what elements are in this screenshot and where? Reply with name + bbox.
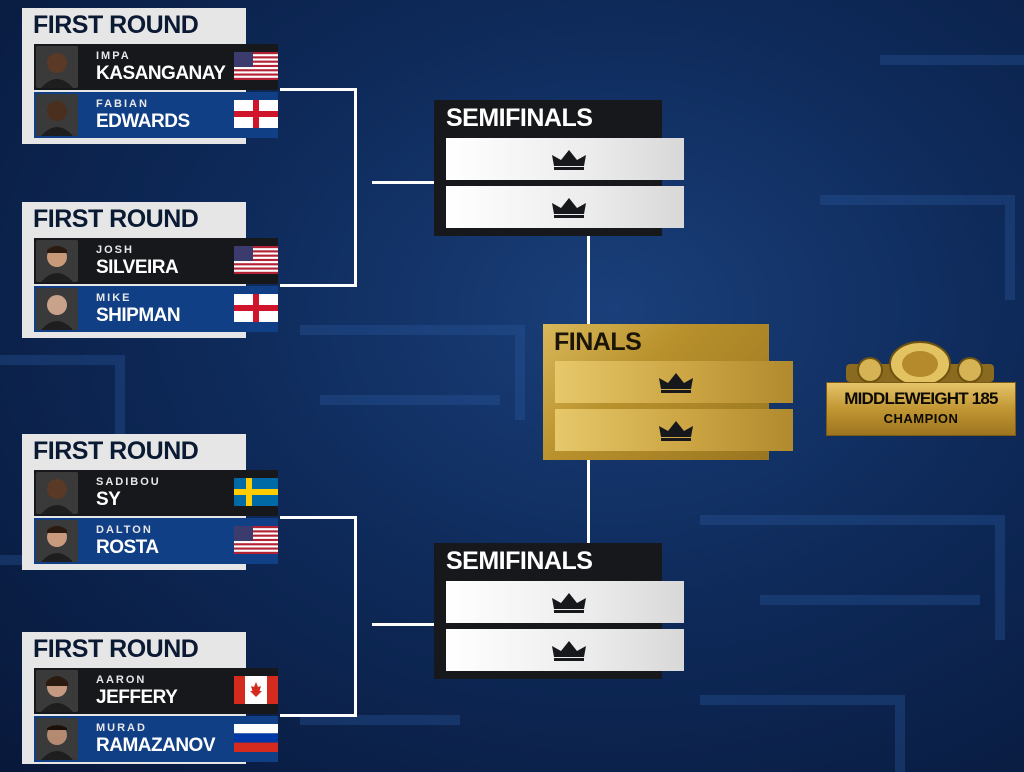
england-flag-icon	[234, 294, 278, 322]
crown-icon	[659, 373, 693, 393]
championship-belt-icon	[846, 341, 994, 386]
fighter-row[interactable]: FABIAN EDWARDS	[22, 90, 278, 140]
fighter-row[interactable]: AARON JEFFERY	[22, 666, 278, 716]
england-flag-icon	[234, 100, 278, 128]
semifinal-slot[interactable]	[446, 138, 684, 180]
fighter-first-name: MIKE	[96, 292, 132, 304]
bracket-connector	[354, 88, 357, 287]
russia-flag-icon	[234, 724, 278, 752]
fighter-photo	[36, 240, 78, 282]
first-round-card-1: FIRST ROUND IMPA KASANGANAY FABIAN EDWAR…	[22, 8, 278, 144]
fighter-row[interactable]: MIKE SHIPMAN	[22, 284, 278, 334]
fighter-last-name: JEFFERY	[96, 687, 178, 708]
fighter-first-name: MURAD	[96, 722, 147, 734]
fighter-row[interactable]: IMPA KASANGANAY	[22, 42, 278, 92]
belt-plate: MIDDLEWEIGHT 185 CHAMPION	[826, 382, 1016, 436]
fighter-photo	[36, 472, 78, 514]
fighter-row[interactable]: JOSH SILVEIRA	[22, 236, 278, 286]
semifinal-slot[interactable]	[446, 629, 684, 671]
champion-belt: MIDDLEWEIGHT 185 CHAMPION	[826, 340, 1016, 436]
semifinal-box-2: SEMIFINALS	[434, 543, 684, 679]
fighter-last-name: EDWARDS	[96, 111, 190, 132]
crown-icon	[552, 593, 586, 613]
fighter-first-name: SADIBOU	[96, 476, 161, 488]
fighter-photo	[36, 520, 78, 562]
first-round-card-3: FIRST ROUND SADIBOU SY DALTON ROSTA	[22, 434, 278, 570]
fighter-photo	[36, 46, 78, 88]
fighter-first-name: DALTON	[96, 524, 153, 536]
bracket-connector	[280, 284, 357, 287]
bracket-connector	[280, 714, 357, 717]
fighter-first-name: FABIAN	[96, 98, 149, 110]
belt-subtitle: CHAMPION	[883, 411, 959, 426]
canada-flag-icon	[234, 676, 278, 704]
fighter-last-name: ROSTA	[96, 537, 159, 558]
finals-slot[interactable]	[555, 361, 793, 403]
fighter-photo	[36, 670, 78, 712]
crown-icon	[552, 198, 586, 218]
bracket-connector	[372, 181, 434, 184]
semifinal-box-1: SEMIFINALS	[434, 100, 684, 236]
bracket-connector	[587, 460, 590, 544]
semifinal-slot[interactable]	[446, 581, 684, 623]
bracket-connector	[354, 516, 357, 717]
fighter-row[interactable]: DALTON ROSTA	[22, 516, 278, 566]
fighter-last-name: SILVEIRA	[96, 257, 179, 278]
semifinal-title: SEMIFINALS	[446, 547, 593, 575]
fighter-first-name: AARON	[96, 674, 147, 686]
bracket-connector	[372, 623, 434, 626]
semifinal-slot[interactable]	[446, 186, 684, 228]
first-round-title: FIRST ROUND	[22, 632, 246, 666]
first-round-title: FIRST ROUND	[22, 8, 246, 42]
first-round-card-2: FIRST ROUND JOSH SILVEIRA MIKE SHIPMAN	[22, 202, 278, 338]
first-round-title: FIRST ROUND	[22, 202, 246, 236]
fighter-first-name: JOSH	[96, 244, 134, 256]
fighter-row[interactable]: SADIBOU SY	[22, 468, 278, 518]
finals-slot[interactable]	[555, 409, 793, 451]
fighter-last-name: SHIPMAN	[96, 305, 181, 326]
semifinal-title: SEMIFINALS	[446, 104, 593, 132]
fighter-last-name: KASANGANAY	[96, 63, 226, 84]
bracket-connector	[280, 88, 357, 91]
fighter-last-name: RAMAZANOV	[96, 735, 216, 756]
usa-flag-icon	[234, 526, 278, 554]
fighter-first-name: IMPA	[96, 50, 131, 62]
usa-flag-icon	[234, 246, 278, 274]
crown-icon	[659, 421, 693, 441]
crown-icon	[552, 150, 586, 170]
fighter-row[interactable]: MURAD RAMAZANOV	[22, 714, 278, 764]
fighter-last-name: SY	[96, 489, 121, 510]
crown-icon	[552, 641, 586, 661]
first-round-card-4: FIRST ROUND AARON JEFFERY MURAD RAMAZANO…	[22, 632, 278, 764]
bracket-connector	[587, 236, 590, 324]
finals-box: FINALS	[543, 324, 793, 460]
fighter-photo	[36, 718, 78, 760]
sweden-flag-icon	[234, 478, 278, 506]
usa-flag-icon	[234, 52, 278, 80]
fighter-photo	[36, 288, 78, 330]
first-round-title: FIRST ROUND	[22, 434, 246, 468]
belt-title: MIDDLEWEIGHT 185	[844, 389, 998, 408]
fighter-photo	[36, 94, 78, 136]
bracket-connector	[280, 516, 357, 519]
finals-title: FINALS	[554, 328, 642, 356]
